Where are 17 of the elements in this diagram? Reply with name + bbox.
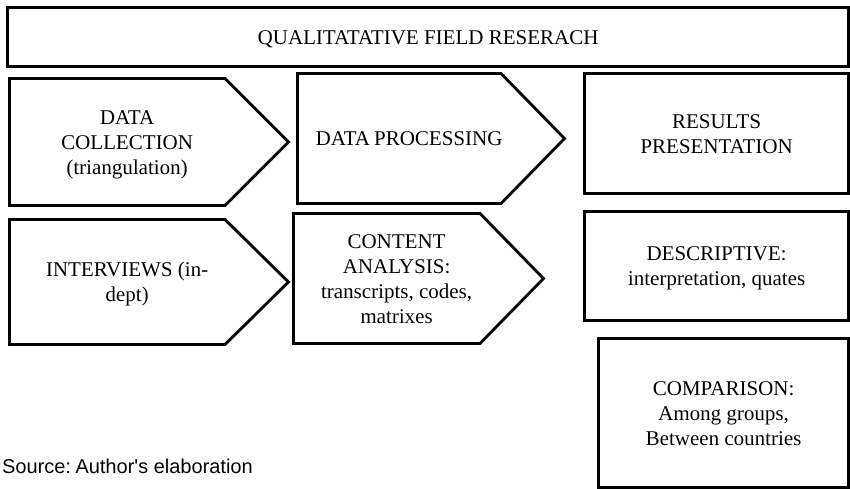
process-box [597, 337, 850, 489]
chevron-arrow-shape [8, 218, 290, 346]
node-label: INTERVIEWS (in-dept) [44, 257, 210, 307]
source-caption: Source: Author's elaboration [2, 456, 253, 479]
node-label: COMPARISON: Among groups, Between countries [644, 376, 802, 450]
process-box [6, 6, 850, 68]
chevron-arrow-shape [292, 212, 545, 345]
node-label: DESCRIPTIVE: interpretation, quates [626, 241, 806, 291]
process-box [583, 210, 850, 322]
chevron-arrow-shape [296, 72, 566, 205]
node-label: DATA COLLECTION (triangulation) [60, 104, 194, 180]
node-label: DATA PROCESSING [316, 126, 502, 151]
node-label: RESULTS PRESENTATION [639, 108, 794, 158]
process-box [583, 72, 850, 195]
chevron-arrow-shape [8, 77, 290, 207]
node-label: CONTENT ANALYSIS: transcripts, codes, matrixes [320, 228, 474, 328]
node-label: QUALITATATIVE FIELD RESERACH [258, 24, 598, 50]
